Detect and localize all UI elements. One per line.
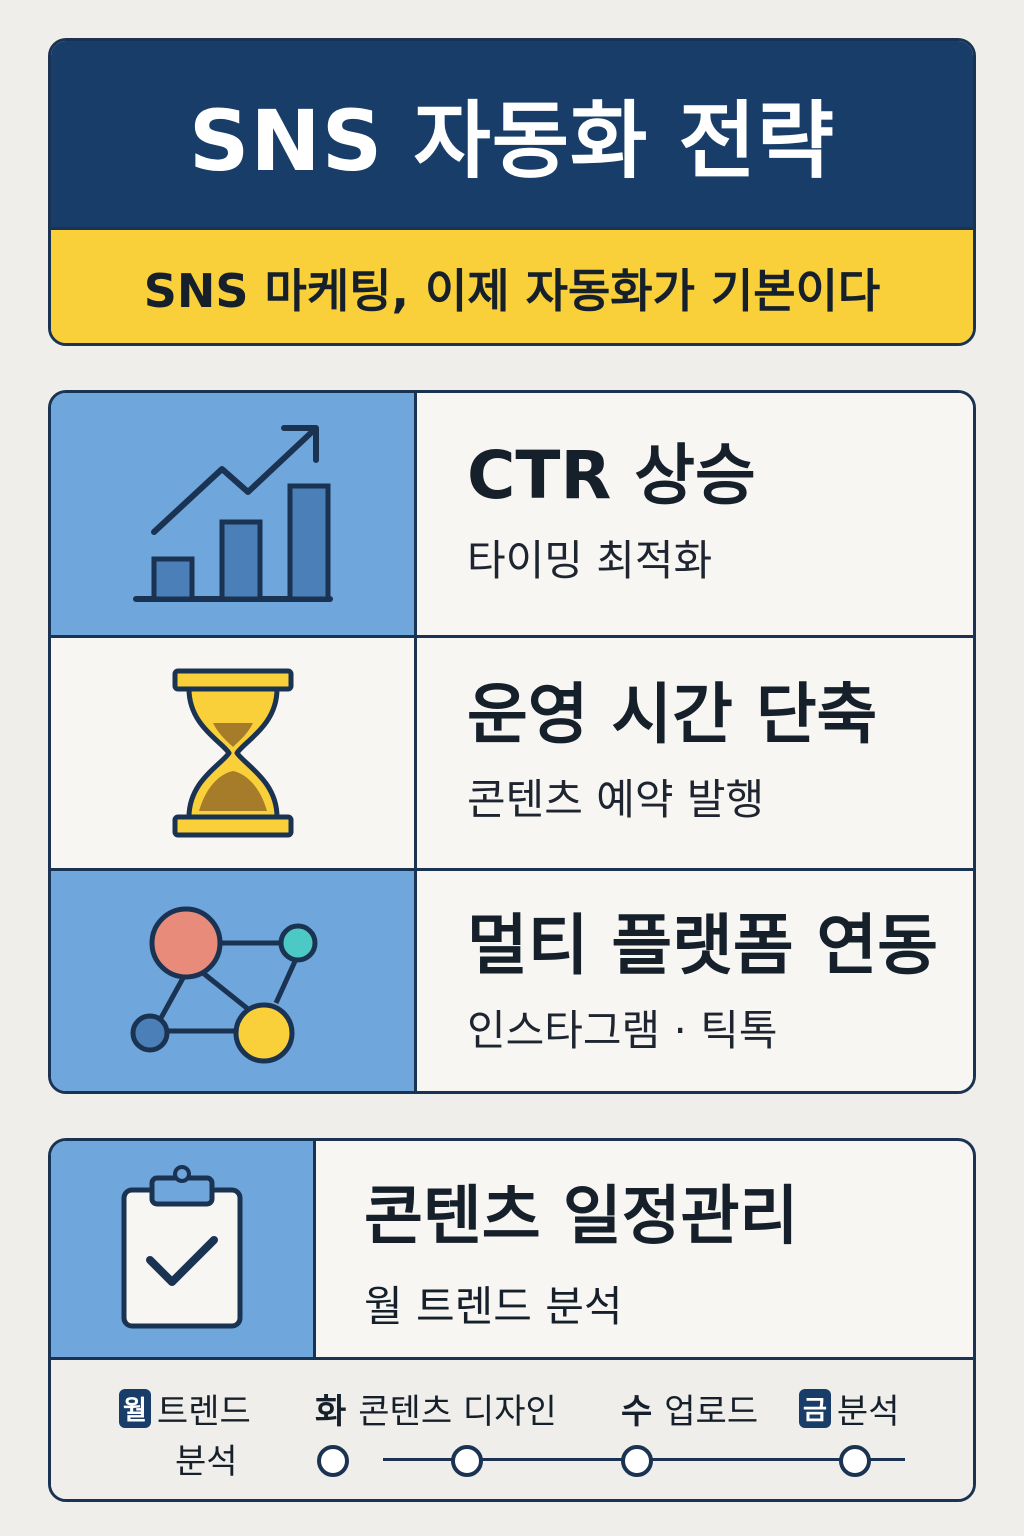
timeline-node (839, 1445, 871, 1477)
schedule-text-cell: 콘텐츠 일정관리 월 트렌드 분석 (316, 1141, 973, 1357)
features-card: CTR 상승 타이밍 최적화 운영 시간 단축 콘텐츠 예약 발행 (48, 390, 976, 1094)
feature-title: CTR 상승 (467, 437, 756, 515)
hourglass-icon (172, 668, 293, 838)
timeline-node (317, 1445, 349, 1477)
feature-text-cell: CTR 상승 타이밍 최적화 (417, 393, 973, 635)
day-label: 수 (621, 1392, 653, 1432)
feature-title: 운영 시간 단축 (467, 676, 878, 754)
feature-row-platform: 멀티 플랫폼 연동 인스타그램 · 틱톡 (51, 871, 973, 1091)
feature-icon-cell (51, 871, 417, 1091)
day-badge: 금 (799, 1389, 831, 1428)
schedule-subtitle: 월 트렌드 분석 (364, 1281, 623, 1331)
feature-text-cell: 운영 시간 단축 콘텐츠 예약 발행 (417, 638, 973, 868)
feature-icon-cell (51, 393, 417, 635)
clipboard-check-icon (121, 1165, 243, 1329)
step-label: 콘텐츠 디자인 (358, 1392, 557, 1432)
schedule-title: 콘텐츠 일정관리 (364, 1179, 799, 1254)
feature-subtitle: 콘텐츠 예약 발행 (467, 774, 765, 824)
day-badge: 월 (119, 1389, 151, 1428)
feature-subtitle: 타이밍 최적화 (467, 535, 713, 585)
divider (51, 635, 973, 638)
timeline-step-mon-line2: 분석 (175, 1442, 238, 1482)
schedule-icon-cell (51, 1141, 316, 1357)
schedule-top: 콘텐츠 일정관리 월 트렌드 분석 (51, 1141, 973, 1360)
page-title: SNS 자동화 전략 (188, 91, 836, 190)
step-label: 업로드 (664, 1392, 759, 1432)
feature-text-cell: 멀티 플랫폼 연동 인스타그램 · 틱톡 (417, 871, 973, 1091)
timeline-step-tue: 화 콘텐츠 디자인 (315, 1384, 557, 1433)
feature-row-ctr: CTR 상승 타이밍 최적화 (51, 393, 973, 635)
timeline-node (451, 1445, 483, 1477)
step-label: 트렌드 (156, 1392, 251, 1432)
page-subtitle: SNS 마케팅, 이제 자동화가 기본이다 (143, 264, 881, 318)
title-band: SNS 자동화 전략 (51, 41, 973, 230)
day-label: 화 (315, 1392, 347, 1432)
feature-title: 멀티 플랫폼 연동 (467, 907, 938, 985)
subtitle-band: SNS 마케팅, 이제 자동화가 기본이다 (51, 230, 973, 343)
step-label: 분석 (836, 1392, 900, 1432)
timeline-step-wed: 수 업로드 (621, 1384, 758, 1433)
feature-subtitle: 인스타그램 · 틱톡 (467, 1005, 778, 1055)
rising-bar-chart-icon (132, 425, 333, 602)
divider (51, 868, 973, 871)
network-nodes-icon (130, 906, 317, 1064)
feature-icon-cell (51, 638, 417, 868)
feature-row-time: 운영 시간 단축 콘텐츠 예약 발행 (51, 638, 973, 868)
header-card: SNS 자동화 전략 SNS 마케팅, 이제 자동화가 기본이다 (48, 38, 976, 346)
timeline-node (621, 1445, 653, 1477)
